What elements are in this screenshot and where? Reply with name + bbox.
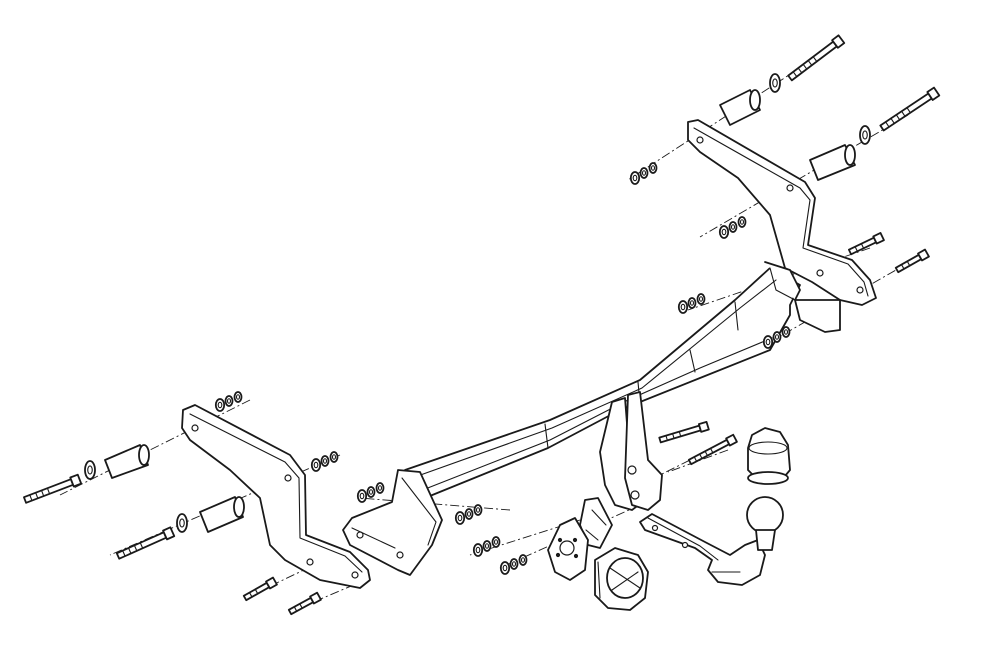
washer: [769, 73, 781, 93]
bolt: [687, 433, 738, 466]
tow-ball-neck: [639, 496, 784, 586]
bolt: [894, 248, 930, 274]
nut-set: [356, 482, 385, 503]
spacer-tubes: [104, 89, 856, 533]
socket-mounting-plate: [547, 497, 613, 581]
bolt: [879, 86, 941, 132]
bolt: [658, 420, 710, 444]
crossbar: [404, 261, 841, 501]
spacer-tube: [104, 444, 150, 479]
nut-set: [310, 451, 339, 472]
assembly-axis-lines: [59, 59, 911, 613]
nut-set: [499, 554, 528, 575]
fasteners: [23, 34, 941, 616]
nut-set: [629, 162, 658, 185]
washer: [84, 460, 96, 480]
bolt: [848, 232, 885, 256]
nut-set: [472, 536, 501, 557]
nut-set: [762, 326, 791, 349]
nut-set: [718, 216, 747, 239]
crossbar-left-end-bracket: [342, 469, 443, 576]
bolt: [242, 576, 278, 602]
tow-ball-cover: [747, 427, 791, 485]
spacer-tube: [809, 144, 856, 181]
spacer-tube: [719, 89, 761, 126]
electrical-socket: [594, 547, 649, 611]
nut-set: [677, 293, 706, 314]
washer: [176, 513, 188, 533]
tow-ball-mounting-plates: [599, 391, 663, 511]
bolt: [287, 591, 322, 616]
bolt: [23, 473, 83, 504]
nut-set: [454, 504, 483, 525]
bolt: [115, 526, 176, 560]
spacer-tube: [199, 496, 245, 533]
right-side-bracket: [687, 119, 877, 306]
left-side-bracket: [181, 404, 371, 589]
bolt: [787, 34, 846, 82]
washer: [859, 125, 871, 145]
nut-set: [214, 391, 243, 412]
